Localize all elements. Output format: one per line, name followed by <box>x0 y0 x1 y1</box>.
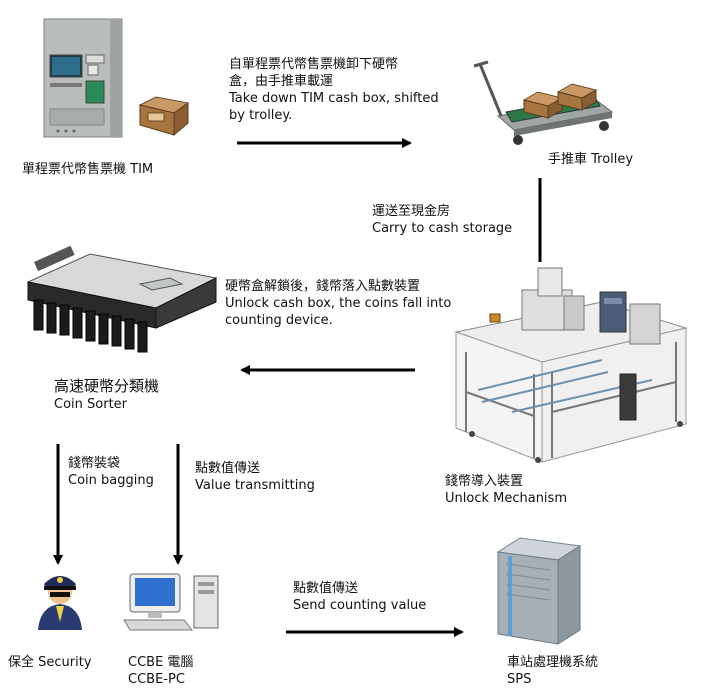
sps-zh: 車站處理機系統 <box>507 655 599 670</box>
step-value-text: 點數值傳送 Value transmitting <box>195 460 315 494</box>
step-send-text: 點數值傳送 Send counting value <box>293 580 426 614</box>
sps-label: 車站處理機系統 SPS <box>507 654 598 688</box>
unlock-mechanism-label: 錢幣導入裝置 Unlock Mechanism <box>445 473 567 507</box>
unlock-mechanism-zh: 錢幣導入裝置 <box>445 474 524 489</box>
ccbe-line2: CCBE-PC <box>128 672 185 687</box>
step-takedown-zh-line1: 自單程票代幣售票機卸下硬幣 <box>229 57 399 72</box>
step-takedown-en-line1: Take down TIM cash box, shifted <box>229 91 439 106</box>
step-takedown-en-line2: by trolley. <box>229 108 293 123</box>
step-unlock-zh: 硬幣盒解鎖後，錢幣落入點數裝置 <box>225 279 421 294</box>
step-takedown-zh-line2: 盒，由手推車載運 <box>229 74 334 89</box>
unlock-mechanism-en: Unlock Mechanism <box>445 491 567 506</box>
ccbe-label: CCBE 電腦 CCBE-PC <box>128 654 193 688</box>
ccbe-computer-icon <box>123 573 219 631</box>
step-unlock-en-line2: counting device. <box>225 313 333 328</box>
trolley-label: 手推車 Trolley <box>548 152 634 167</box>
step-send-en: Send counting value <box>293 598 427 613</box>
unlock-mechanism-icon <box>454 267 688 463</box>
step-takedown-text: 自單程票代幣售票機卸下硬幣 盒，由手推車載運 Take down TIM cas… <box>229 56 439 124</box>
trolley-icon <box>473 60 614 145</box>
step-value-zh: 點數值傳送 <box>195 461 261 476</box>
ccbe-line1: CCBE 電腦 <box>128 655 194 670</box>
security-label: 保全 Security <box>8 655 92 670</box>
step-bagging-zh: 錢幣裝袋 <box>68 456 121 471</box>
step-carry-en: Carry to cash storage <box>372 221 513 236</box>
sps-en: SPS <box>507 672 532 687</box>
step-unlock-en-line1: Unlock cash box, the coins fall into <box>225 296 452 311</box>
step-unlock-text: 硬幣盒解鎖後，錢幣落入點數裝置 Unlock cash box, the coi… <box>225 278 451 329</box>
coin-sorter-label: 高速硬幣分類機 Coin Sorter <box>54 377 159 413</box>
step-carry-text: 運送至現金房 Carry to cash storage <box>372 203 512 237</box>
coin-sorter-icon <box>26 245 218 353</box>
step-carry-zh: 運送至現金房 <box>372 204 451 219</box>
step-bagging-text: 錢幣裝袋 Coin bagging <box>68 455 154 489</box>
tim-label: 單程票代幣售票機 TIM <box>22 162 154 177</box>
coin-sorter-en: Coin Sorter <box>54 397 128 412</box>
sps-server-icon <box>496 537 582 645</box>
tim-machine-icon <box>43 18 190 138</box>
step-send-zh: 點數值傳送 <box>293 581 359 596</box>
coin-sorter-zh: 高速硬幣分類機 <box>54 377 160 395</box>
step-value-en: Value transmitting <box>195 478 315 493</box>
step-bagging-en: Coin bagging <box>68 473 154 488</box>
security-guard-icon <box>38 576 82 630</box>
